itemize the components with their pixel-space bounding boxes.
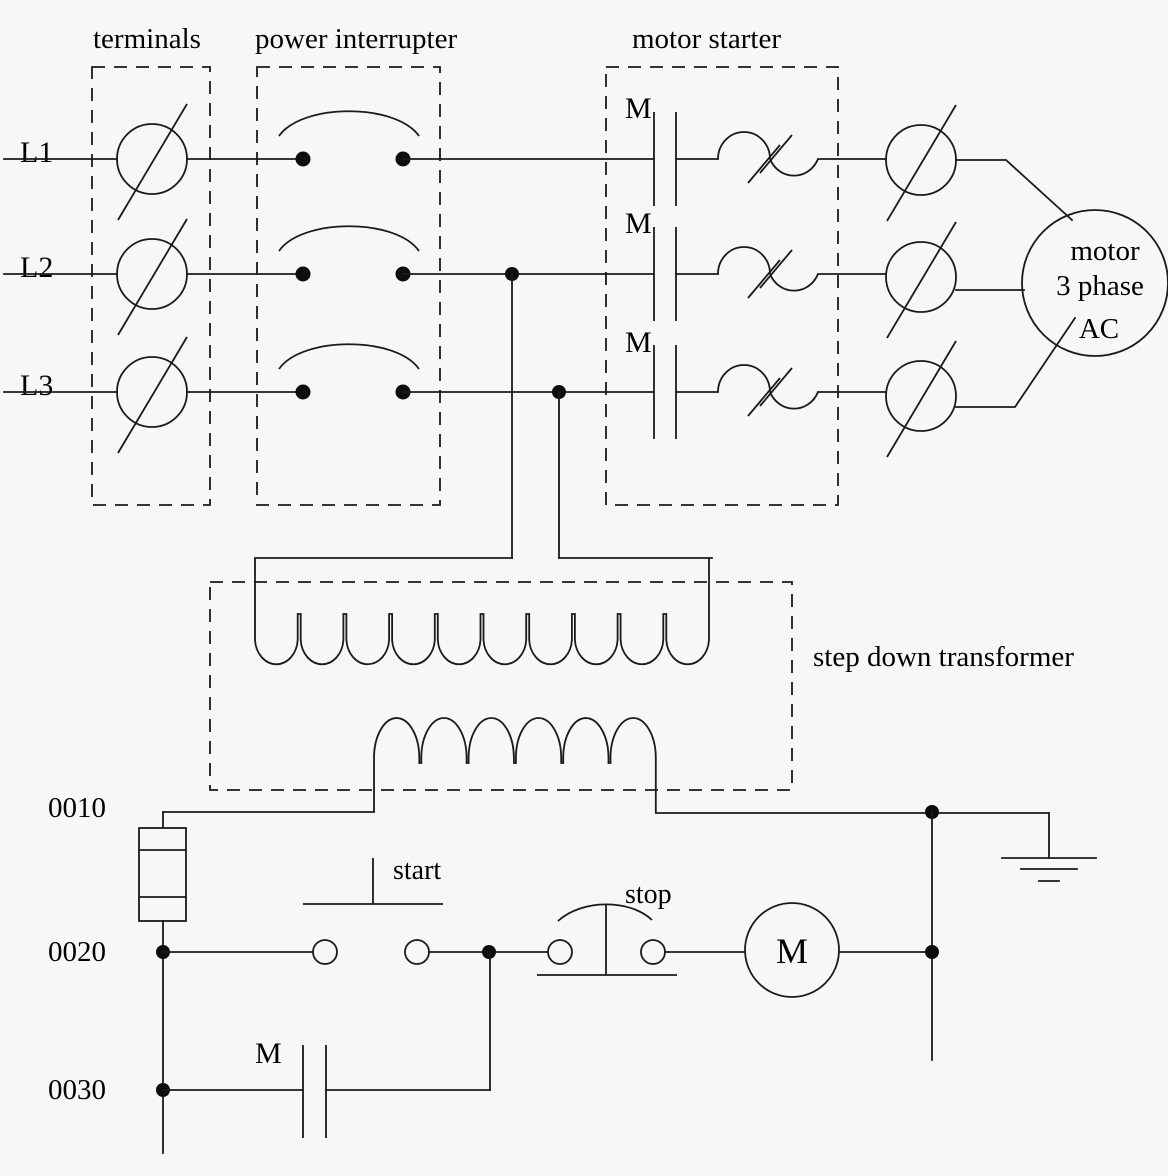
motor-starter-box	[605, 66, 839, 506]
motor-starter-section-label: motor starter	[632, 23, 781, 55]
stop-pushbutton: stop	[537, 879, 677, 976]
stop-contact-terminal	[640, 939, 666, 965]
transformer-label: step down transformer	[813, 641, 1074, 673]
earth-ground-symbol	[1001, 857, 1097, 882]
l1-overload-tick	[759, 134, 793, 174]
l2-overload-heater-arc	[769, 273, 819, 292]
l2-terminal-symbol	[116, 238, 188, 310]
coil-label: M	[776, 931, 808, 971]
l1-motor-terminal-symbol	[885, 124, 957, 196]
l1-overload-heater-arc	[769, 158, 819, 177]
l3-terminal-slash	[117, 336, 188, 454]
phase-row-l3: M	[3, 316, 1077, 458]
l2-terminal-slash	[117, 218, 188, 336]
phase-label-l3: L3	[20, 369, 53, 402]
l2-starter-contact-label: M	[625, 207, 652, 240]
start-pushbutton: start	[303, 855, 443, 965]
rung-0020: start stop M	[156, 855, 939, 998]
rung-number-0010: 0010	[48, 792, 106, 824]
rung-0030: M	[156, 951, 491, 1138]
control-ladder: 0010 0020 0030	[48, 792, 1097, 1154]
seal-in-branch-junction	[482, 945, 496, 959]
power-interrupter-section-label: power interrupter	[255, 23, 457, 55]
phase-label-l1: L1	[20, 136, 53, 169]
motor-label-line2: 3 phase	[1056, 270, 1144, 302]
seal-in-contact: M	[255, 1037, 327, 1138]
l1-motor-lead	[955, 159, 1074, 222]
start-contact-terminal	[312, 939, 338, 965]
l1-overload-heater-arc	[717, 131, 771, 160]
l2-overload-heater-arc	[717, 246, 771, 275]
three-phase-motor: motor 3 phase AC	[1021, 209, 1168, 357]
l3-motor-lead	[955, 316, 1077, 408]
seal-in-contact-label: M	[255, 1037, 282, 1070]
transformer-box	[209, 581, 793, 791]
l3-interrupter-blade-arc	[278, 343, 420, 370]
l3-overload-tick	[747, 377, 781, 417]
rung-number-0020: 0020	[48, 936, 106, 968]
transformer-secondary-winding	[373, 717, 657, 813]
l2-interrupter-contact-dot	[295, 266, 311, 282]
phase-row-l1: M	[3, 92, 1074, 222]
terminals-section-label: terminals	[93, 23, 201, 55]
power-interrupter-box	[256, 66, 441, 506]
rung-0020-right-junction	[925, 945, 939, 959]
motor-circle	[1021, 209, 1168, 357]
terminals-box	[91, 66, 211, 506]
start-contact-terminal	[404, 939, 430, 965]
l3-overload-tick	[759, 367, 793, 407]
motor-label-line3: AC	[1079, 313, 1119, 345]
l2-motor-terminal-symbol	[885, 241, 957, 313]
l2-motor-terminal-slash	[886, 221, 957, 339]
stop-button-cap-arc	[557, 903, 653, 922]
l1-motor-terminal-slash	[886, 104, 957, 222]
l2-interrupter-blade-arc	[278, 225, 420, 252]
fuse-body	[138, 827, 187, 922]
motor-coil: M	[744, 902, 840, 998]
l1-overload-tick	[747, 144, 781, 184]
coil-circle	[744, 902, 840, 998]
l2-overload-tick	[759, 249, 793, 289]
step-down-transformer	[254, 273, 713, 813]
stop-contact-terminal	[547, 939, 573, 965]
fuse-symbol	[138, 827, 187, 922]
start-label: start	[393, 855, 441, 886]
phase-row-l2: M	[3, 207, 1025, 339]
l2-overload-tick	[747, 259, 781, 299]
l3-overload-heater-arc	[717, 364, 771, 393]
l1-interrupter-contact-dot	[295, 151, 311, 167]
motor-label-line1: motor	[1070, 235, 1140, 267]
l3-motor-terminal-symbol	[885, 360, 957, 432]
stop-label: stop	[625, 879, 672, 910]
rung-number-0030: 0030	[48, 1074, 106, 1106]
l1-interrupter-blade-arc	[278, 110, 420, 137]
l1-starter-contact-label: M	[625, 92, 652, 125]
l3-interrupter-contact-dot	[295, 384, 311, 400]
l3-starter-contact-label: M	[625, 326, 652, 359]
l1-terminal-slash	[117, 103, 188, 221]
l3-terminal-symbol	[116, 356, 188, 428]
l3-overload-heater-arc	[769, 391, 819, 410]
phase-label-l2: L2	[20, 251, 53, 284]
l3-motor-terminal-slash	[886, 340, 957, 458]
transformer-primary-winding	[254, 558, 710, 666]
l1-terminal-symbol	[116, 123, 188, 195]
